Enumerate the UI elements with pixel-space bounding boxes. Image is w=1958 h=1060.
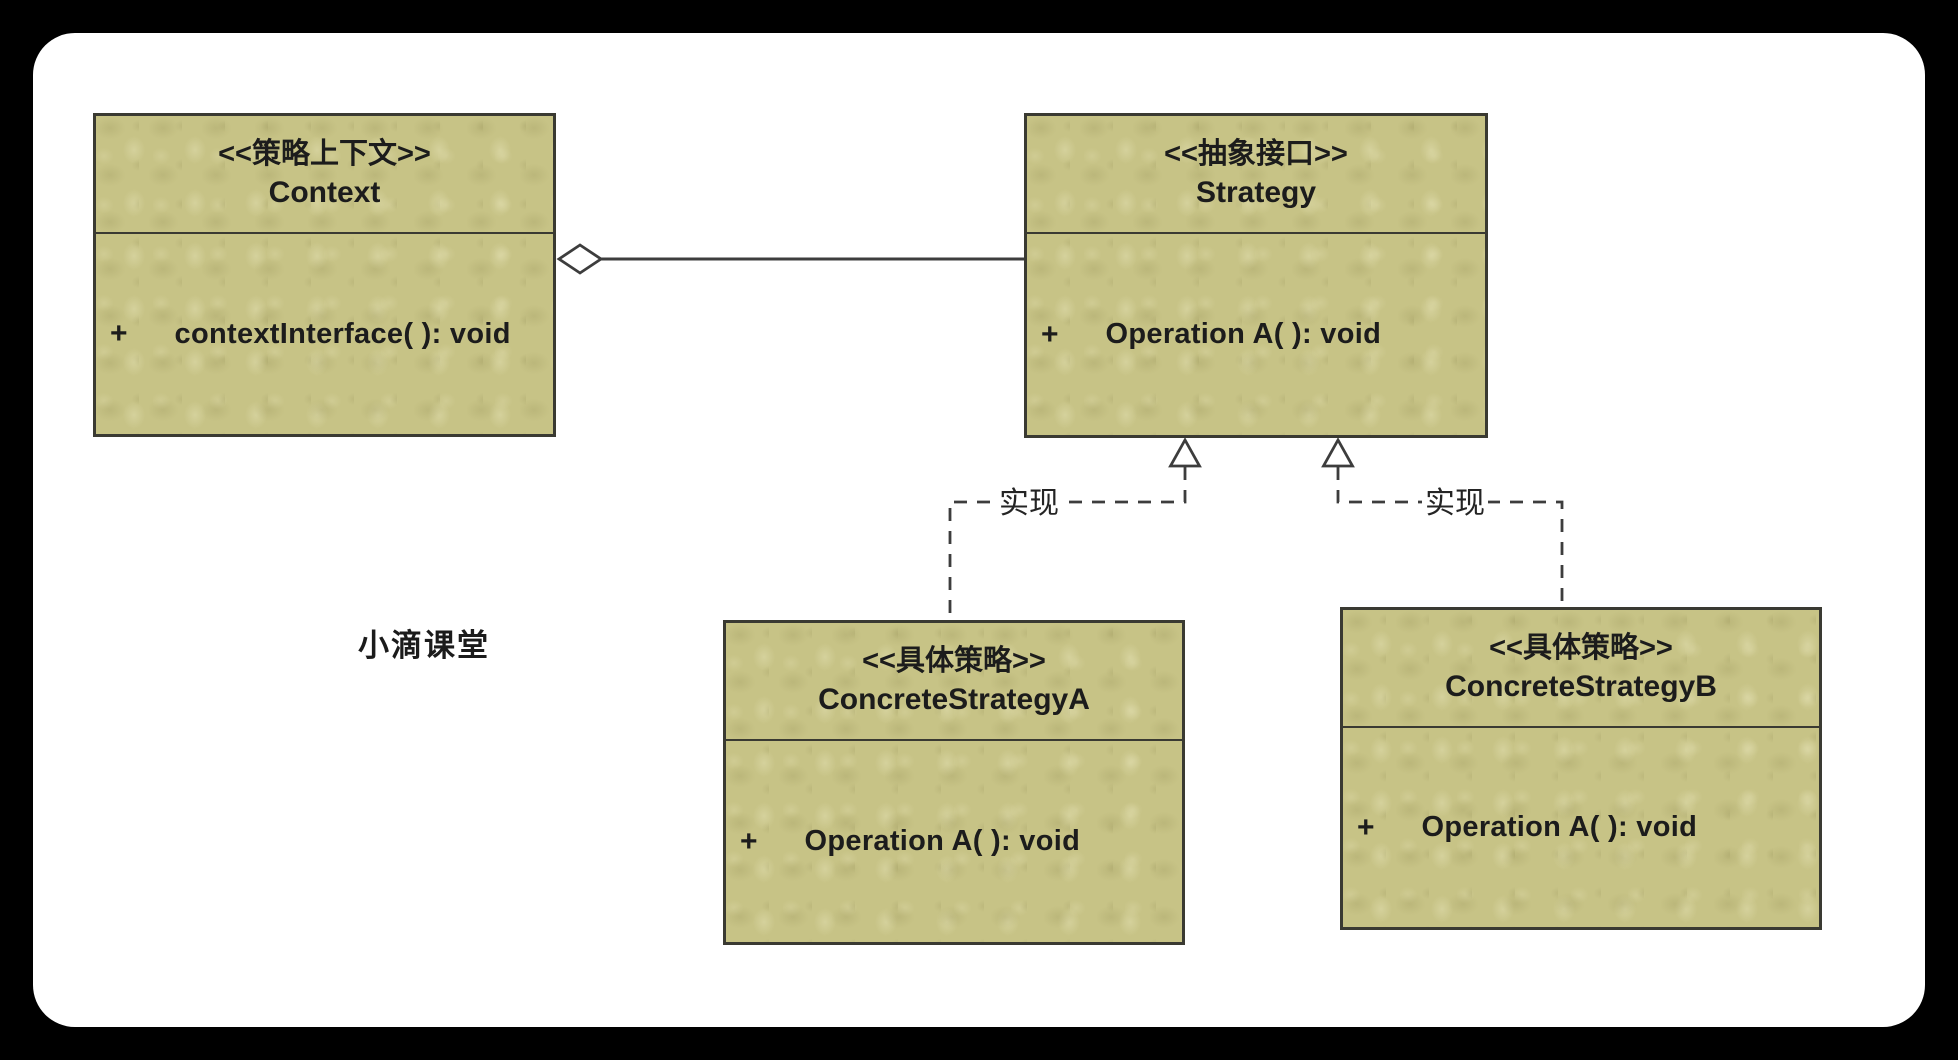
class-box-concrete-strategy-a: <<具体策略>> ConcreteStrategyA + Operation A… [723, 620, 1185, 945]
class-box-strategy: <<抽象接口>> Strategy + Operation A( ): void [1024, 113, 1488, 438]
class-box-concrete-strategy-b: <<具体策略>> ConcreteStrategyB + Operation A… [1340, 607, 1822, 930]
class-name: ConcreteStrategyA [818, 683, 1090, 716]
class-stereotype: <<具体策略>> [862, 645, 1046, 677]
class-method-compartment: + contextInterface( ): void [96, 234, 553, 434]
class-title-compartment: <<抽象接口>> Strategy [1027, 116, 1485, 234]
realization-label: 实现 [1422, 486, 1488, 522]
visibility-plus-sign: + [1041, 317, 1059, 351]
class-title-compartment: <<具体策略>> ConcreteStrategyB [1343, 610, 1819, 728]
method-label: Operation A( ): void [1421, 811, 1698, 843]
method-label: Operation A( ): void [804, 825, 1081, 857]
aggregation-diamond-icon [556, 243, 604, 275]
class-method-compartment: + Operation A( ): void [726, 741, 1182, 942]
class-method-compartment: + Operation A( ): void [1027, 234, 1485, 435]
realization-a-triangle-icon [1168, 437, 1202, 468]
class-name: Strategy [1195, 176, 1317, 209]
watermark-text: 小滴课堂 [358, 628, 490, 663]
class-stereotype: <<具体策略>> [1489, 632, 1673, 664]
class-method-compartment: + Operation A( ): void [1343, 728, 1819, 927]
visibility-plus-sign: + [740, 824, 758, 858]
class-name: ConcreteStrategyB [1445, 670, 1717, 703]
class-title-compartment: <<策略上下文>> Context [96, 116, 553, 234]
class-title-compartment: <<具体策略>> ConcreteStrategyA [726, 623, 1182, 741]
class-box-context: <<策略上下文>> Context + contextInterface( ):… [93, 113, 556, 437]
class-stereotype: <<抽象接口>> [1164, 138, 1348, 170]
realization-a-dashed-line [948, 467, 1187, 617]
visibility-plus-sign: + [1357, 810, 1375, 844]
class-name: Context [268, 176, 381, 209]
method-label: Operation A( ): void [1105, 318, 1382, 350]
realization-b-triangle-icon [1321, 437, 1355, 468]
realization-label: 实现 [996, 486, 1062, 522]
visibility-plus-sign: + [110, 317, 128, 350]
method-label: contextInterface( ): void [174, 317, 511, 350]
class-stereotype: <<策略上下文>> [218, 138, 431, 170]
